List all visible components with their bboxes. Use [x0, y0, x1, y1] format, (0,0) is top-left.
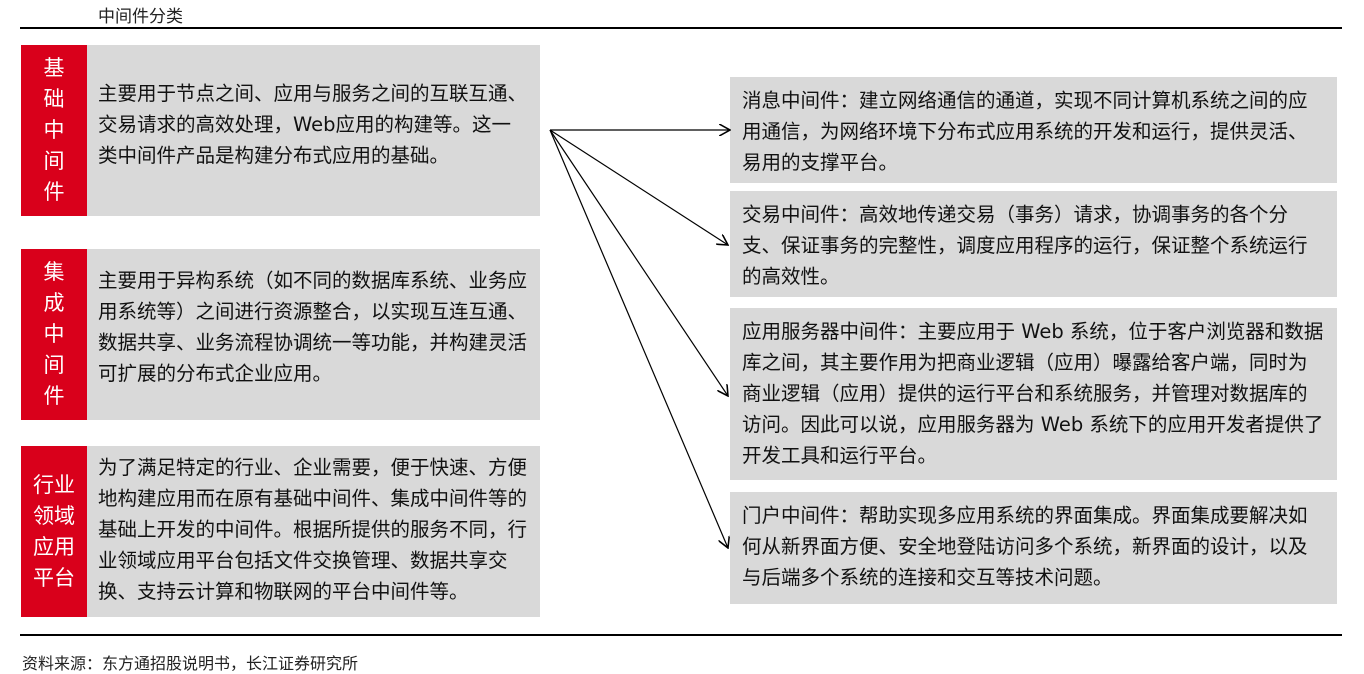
category-tag: 行业领域应用平台 — [21, 446, 87, 617]
arrow-to-app-server — [549, 129, 728, 396]
category-industry-platform: 行业领域应用平台 为了满足特定的行业、企业需要，便于快速、方便地构建应用而在原有… — [21, 446, 540, 617]
top-rule — [20, 27, 1342, 29]
category-description: 为了满足特定的行业、企业需要，便于快速、方便地构建应用而在原有基础中间件、集成中… — [87, 446, 540, 617]
category-description: 主要用于节点之间、应用与服务之间的互联互通、交易请求的高效处理，Web应用的构建… — [87, 45, 540, 216]
bottom-rule — [20, 634, 1342, 636]
category-tag: 集成中间件 — [21, 249, 87, 420]
category-basic: 基础中间件 主要用于节点之间、应用与服务之间的互联互通、交易请求的高效处理，We… — [21, 45, 540, 216]
category-description: 主要用于异构系统（如不同的数据库系统、业务应用系统等）之间进行资源整合，以实现互… — [87, 249, 540, 420]
category-integration: 集成中间件 主要用于异构系统（如不同的数据库系统、业务应用系统等）之间进行资源整… — [21, 249, 540, 420]
source-note: 资料来源：东方通招股说明书，长江证券研究所 — [22, 654, 359, 673]
basic-type-message: 消息中间件：建立网络通信的通道，实现不同计算机系统之间的应用通信，为网络环境下分… — [730, 77, 1337, 183]
arrow-to-transaction — [549, 129, 728, 245]
basic-type-app-server: 应用服务器中间件：主要应用于 Web 系统，位于客户浏览器和数据库之间，其主要作… — [730, 308, 1337, 480]
arrow-to-portal — [549, 129, 728, 548]
basic-type-portal: 门户中间件：帮助实现多应用系统的界面集成。界面集成要解决如何从新界面方便、安全地… — [730, 492, 1337, 604]
figure-title: 中间件分类 — [98, 7, 183, 27]
category-tag: 基础中间件 — [21, 45, 87, 216]
basic-type-transaction: 交易中间件：高效地传递交易（事务）请求，协调事务的各个分支、保证事务的完整性，调… — [730, 191, 1337, 297]
